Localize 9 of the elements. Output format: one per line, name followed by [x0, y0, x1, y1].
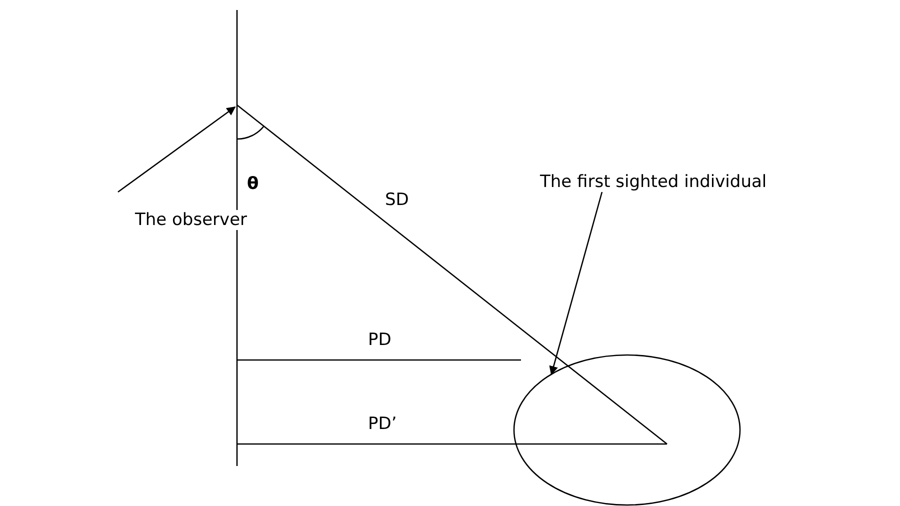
callout-text: The observer [135, 210, 248, 230]
distance-label: PD’ [368, 414, 397, 434]
leader-line [549, 192, 603, 376]
callout-text: The first sighted individual [540, 172, 767, 192]
group-circle [513, 354, 741, 506]
distance-label: SD [385, 190, 409, 210]
leader-line [118, 106, 236, 193]
angle-label: θ [247, 174, 259, 194]
distance-label: PD [368, 330, 392, 350]
